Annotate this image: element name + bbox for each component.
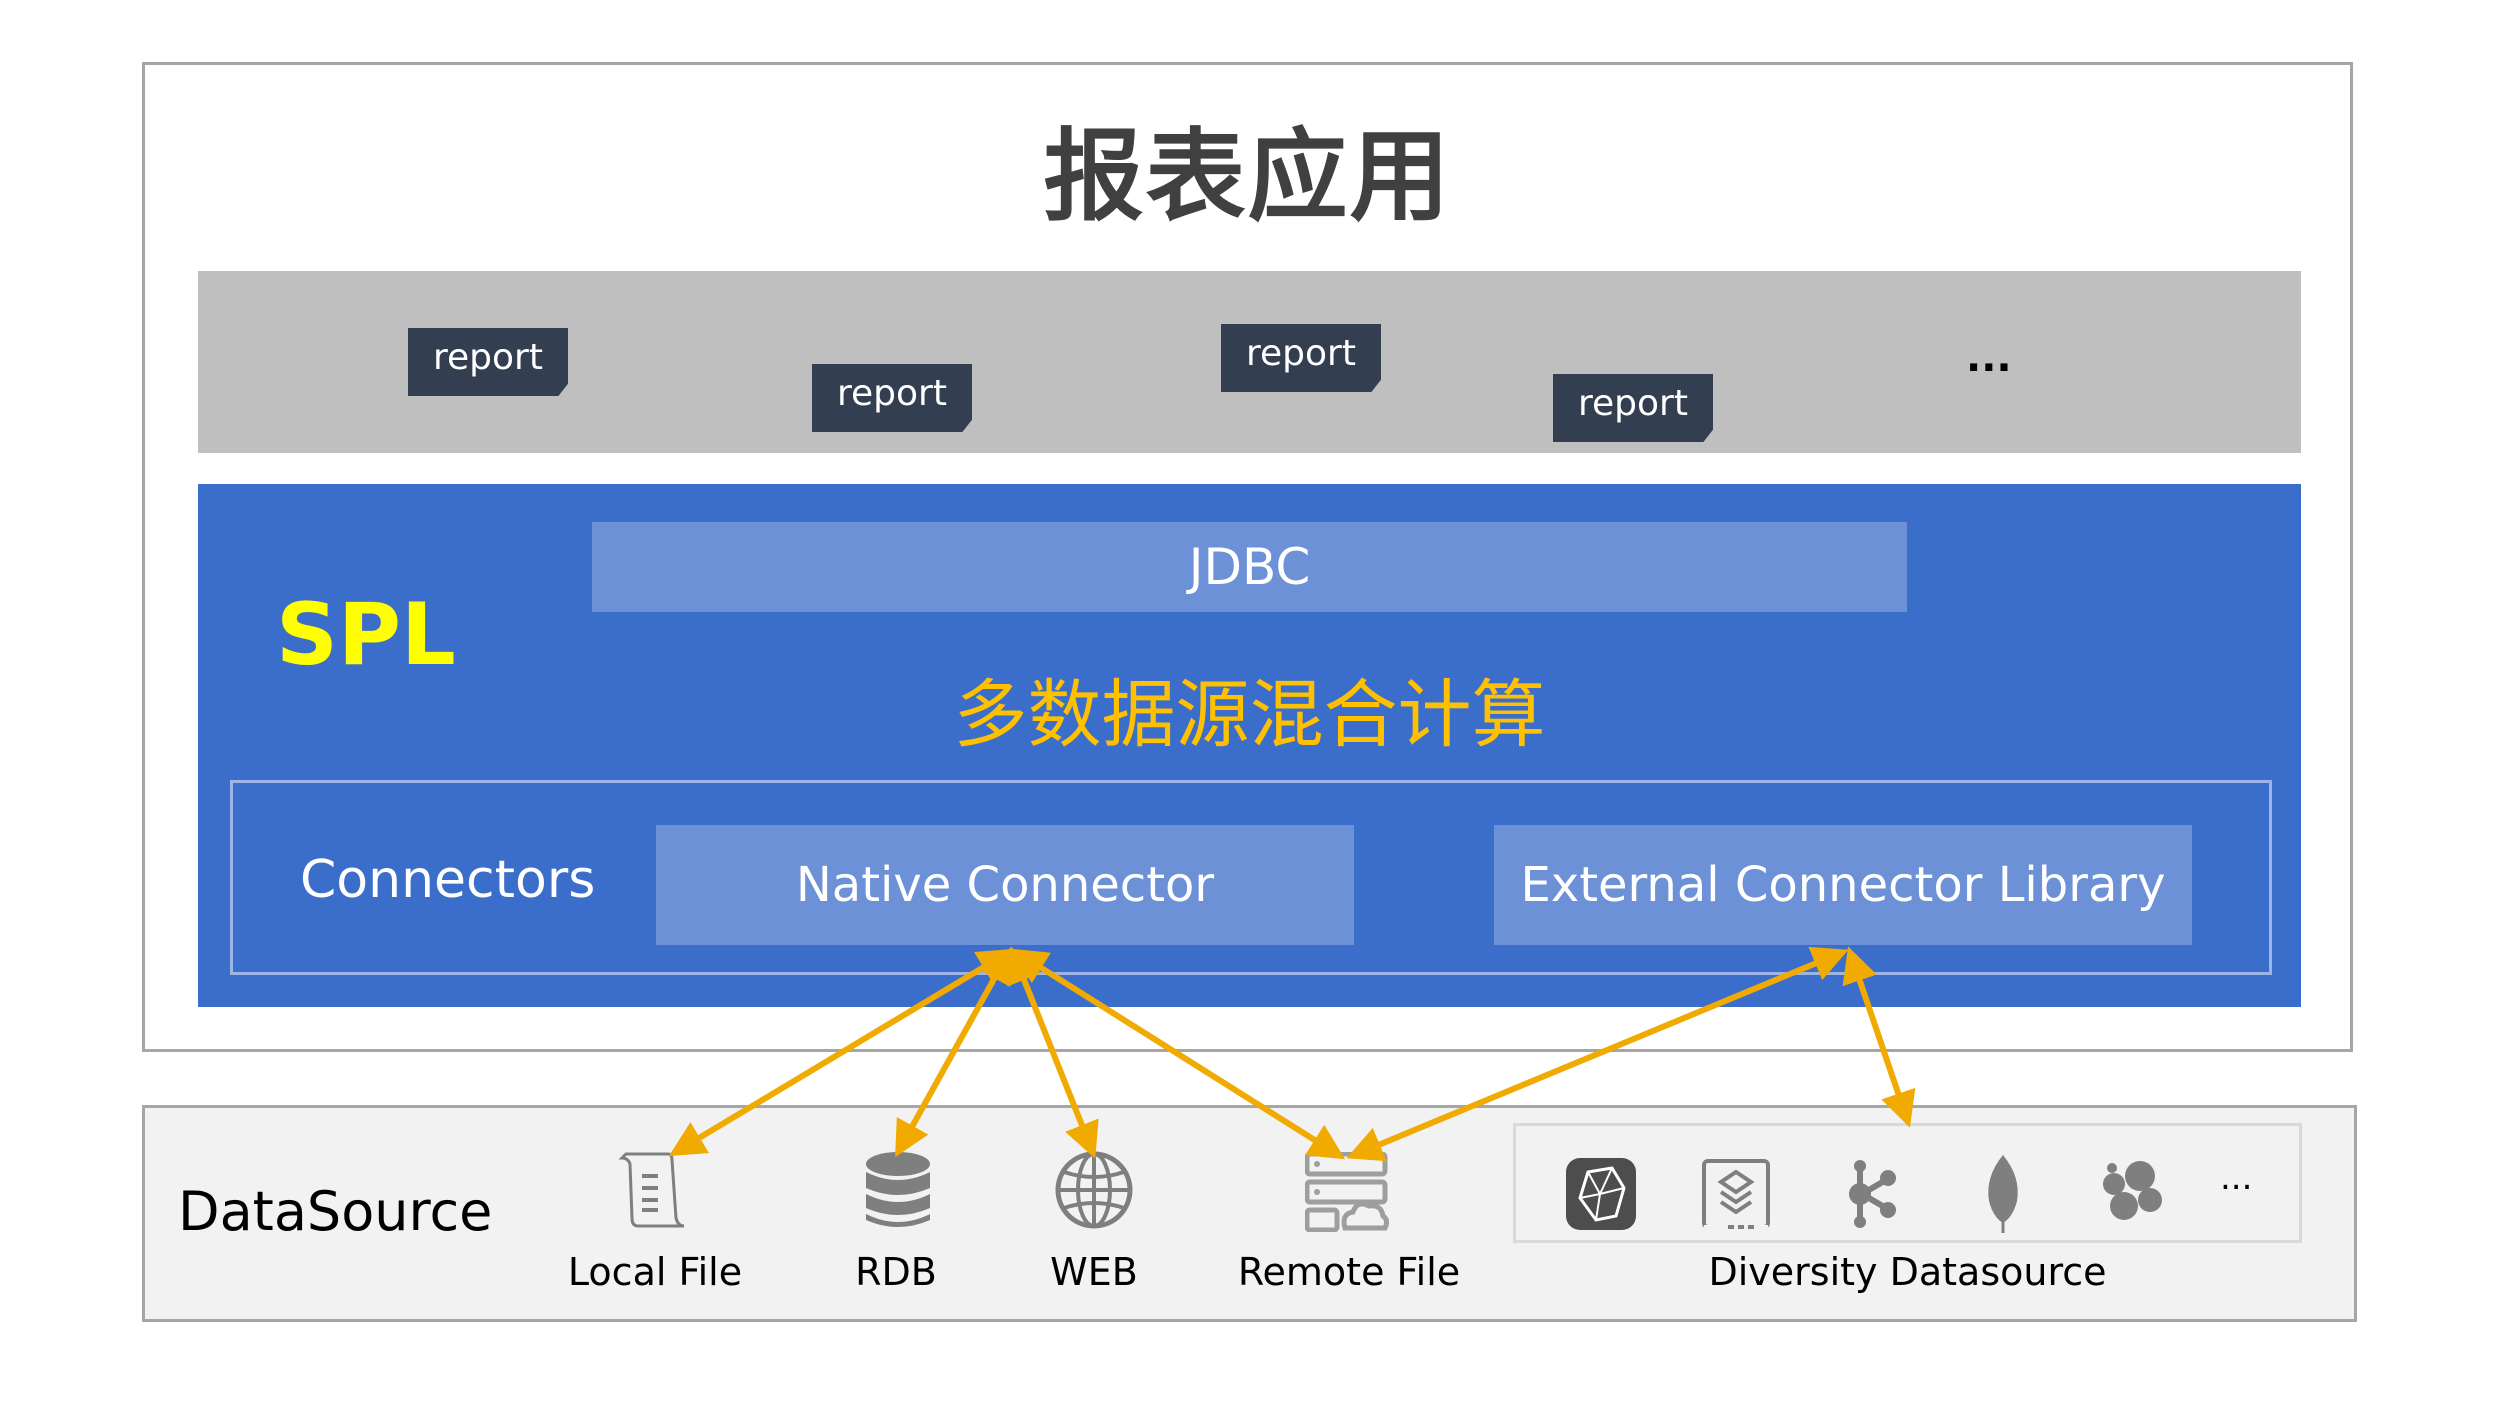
arrow-native-remotefile <box>1010 948 1346 1160</box>
spl-label: SPL <box>276 585 456 685</box>
external-connector-library: External Connector Library <box>1494 825 2192 945</box>
remote-file-label: Remote File <box>1237 1250 1461 1294</box>
diversity-datasource-label: Diversity Datasource <box>1708 1250 2107 1294</box>
server-cloud-icon <box>1305 1152 1389 1232</box>
local-file-label: Local File <box>567 1250 743 1294</box>
scroll-file-icon <box>616 1150 696 1230</box>
jdbc-bar: JDBC <box>592 522 1907 612</box>
arrow-external-remotefile <box>1346 946 1849 1162</box>
arrow-native-localfile <box>668 948 1015 1157</box>
leaf-icon <box>1983 1153 2023 1235</box>
native-connector: Native Connector <box>656 825 1354 945</box>
multi-source-computation-label: 多数据源混合计算 <box>953 672 1546 758</box>
report-card[interactable]: report <box>1221 324 1381 392</box>
gem-icon <box>1566 1158 1636 1230</box>
arrow-native-rdb <box>895 946 1012 1158</box>
database-icon <box>858 1150 938 1230</box>
rdb-label: RDB <box>855 1250 937 1294</box>
connectors-label: Connectors <box>300 850 596 910</box>
report-card[interactable]: report <box>812 364 972 432</box>
more-datasources-ellipsis: ... <box>2220 1158 2253 1198</box>
web-label: WEB <box>1050 1250 1138 1294</box>
report-card[interactable]: report <box>1553 374 1713 442</box>
graph-node-icon <box>1842 1158 1898 1230</box>
report-card[interactable]: report <box>408 328 568 396</box>
page-title: 报表应用 <box>1043 118 1452 235</box>
arrow-external-diversity <box>1842 946 1916 1128</box>
more-reports-ellipsis: ... <box>1966 335 2012 381</box>
datasource-label: DataSource <box>178 1180 493 1243</box>
cluster-icon <box>2100 1160 2164 1222</box>
arrow-native-web <box>1007 946 1099 1159</box>
